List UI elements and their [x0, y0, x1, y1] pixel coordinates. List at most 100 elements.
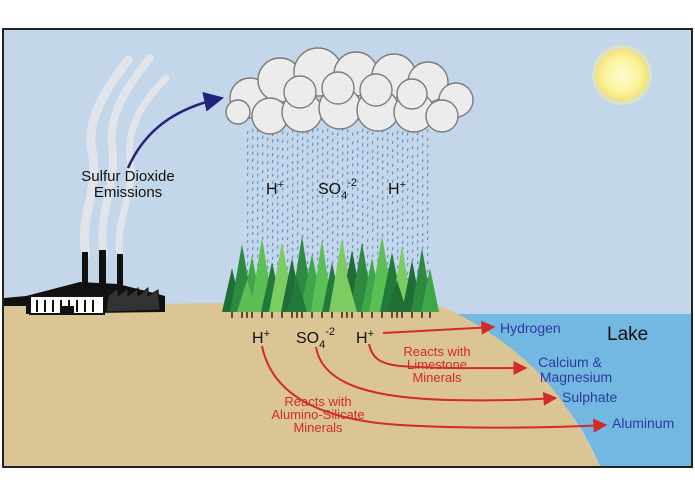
rain-drop [281, 212, 284, 216]
rain-drop [311, 202, 314, 206]
rain-drop [401, 218, 404, 223]
tree-trunk [429, 308, 431, 318]
rain-drop [406, 173, 409, 177]
rain-drop [386, 254, 389, 258]
rain-drop [381, 160, 384, 164]
rain-drop [336, 170, 339, 175]
tree-trunk [396, 308, 398, 318]
rain-drop [381, 175, 384, 180]
rain-drop [356, 154, 359, 158]
rain-drop [426, 216, 429, 220]
rain-drop [426, 245, 429, 249]
rain-drop [331, 231, 334, 235]
rain-drop [406, 263, 409, 267]
rain-drop [421, 209, 424, 213]
rain-drop [271, 173, 274, 177]
rain-drop [391, 201, 394, 205]
rain-drop [261, 161, 264, 165]
rain-drop [306, 244, 309, 249]
rain-drop [396, 241, 399, 246]
rain-drop [401, 212, 404, 216]
rain-drop [321, 201, 324, 205]
arrow-to-calcium-magnesium [368, 343, 528, 376]
rain-drop [346, 255, 349, 259]
rain-drop [321, 152, 324, 156]
rain-drop [361, 204, 364, 209]
rain-drop [341, 173, 344, 177]
arrow-to-aluminum [261, 345, 608, 433]
rain-drop [406, 271, 409, 275]
rain-drop [416, 146, 419, 150]
rain-drop [411, 182, 414, 186]
rain-drop [391, 224, 394, 228]
rain-drop [251, 218, 254, 222]
rain-drop [356, 227, 359, 231]
forest-icon [222, 236, 439, 318]
rain-drop [426, 186, 429, 190]
rain-drop [266, 259, 269, 263]
rain-drop [381, 145, 384, 149]
rain-drop [331, 195, 334, 199]
rain-drop [426, 193, 429, 197]
tree [337, 276, 357, 312]
rain-drop [256, 200, 259, 204]
rain-drop [281, 139, 284, 143]
rain-drop [321, 188, 324, 192]
rain-drop [286, 140, 289, 144]
rain-drop [326, 142, 329, 146]
rain-drop [271, 256, 274, 260]
rain-drop [396, 221, 399, 225]
rain-drop [311, 158, 314, 162]
rain-drop [406, 226, 409, 230]
rain-drop [396, 130, 399, 134]
rain-drop [366, 190, 369, 195]
rain-drop [366, 246, 369, 250]
rain-drop [346, 185, 349, 189]
tree-trunk [246, 308, 248, 318]
rain-drop [406, 210, 409, 214]
rain-drop [406, 235, 409, 239]
rain-drop [356, 209, 359, 213]
rain-drop [396, 256, 399, 260]
rain-drop [311, 209, 314, 214]
rain-drop [371, 140, 374, 144]
rain-drop [271, 249, 274, 253]
rain-drop [421, 238, 424, 243]
rain-drop [246, 239, 249, 244]
rain-drop [421, 246, 424, 250]
rain-drop [336, 240, 339, 244]
rain-drop [361, 234, 364, 239]
rain-drop [291, 137, 294, 141]
rain-drop [261, 229, 264, 233]
rain-drop [401, 139, 404, 143]
rain-drop [286, 258, 289, 263]
rain-drop [341, 151, 344, 155]
rain-drop [396, 151, 399, 155]
rain-drop [286, 193, 289, 198]
rain-drop [256, 254, 259, 258]
rain-drop [311, 166, 314, 171]
rain-drop [401, 205, 404, 209]
tree-trunk [296, 308, 298, 318]
tree-trunk [341, 308, 343, 318]
rain-drop [306, 252, 309, 256]
rain-drop [391, 209, 394, 213]
rain-drop [416, 178, 419, 183]
rain-drop [261, 236, 264, 240]
rain-drop [311, 188, 314, 192]
rain-drop [296, 217, 299, 221]
rain-drop [346, 144, 349, 148]
rain-drop [376, 157, 379, 161]
rain-drop [361, 164, 364, 168]
rain-drop [256, 239, 259, 243]
rain-drop [336, 148, 339, 152]
rain-drop [341, 232, 344, 236]
rain-drop [291, 153, 294, 157]
tree-trunk [261, 308, 263, 318]
rain-drop [361, 177, 364, 181]
rain-drop [371, 237, 374, 241]
rain-drop [251, 174, 254, 178]
rain-drop [396, 215, 399, 219]
rain-drop [371, 215, 374, 220]
rain-drop [381, 196, 384, 200]
